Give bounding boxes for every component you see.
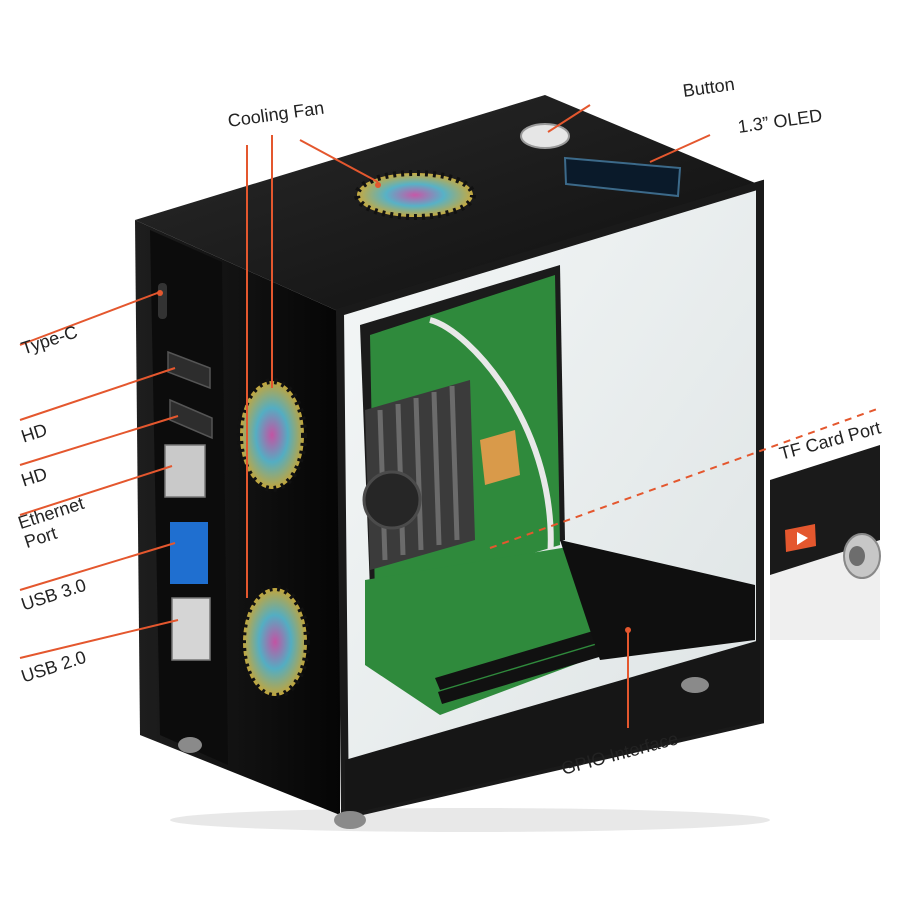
side-fan-vent-upper [240, 381, 304, 489]
case-shadow [170, 808, 770, 832]
interior-fan [362, 470, 422, 530]
gpio-header [435, 620, 636, 704]
top-fan-vent [357, 173, 473, 217]
case-foot-1 [178, 737, 202, 753]
case-foot-3 [681, 677, 709, 693]
usb3-port[interactable] [170, 522, 208, 584]
callout-lines [19, 104, 881, 728]
oled-screen [563, 156, 682, 198]
ribbon-cable [480, 430, 520, 485]
hd-port-2[interactable] [169, 398, 213, 440]
base-floor [560, 540, 755, 660]
tf-card-inset [770, 445, 881, 640]
tf-card-arrow-icon [797, 532, 808, 545]
side-fan-vent-lower [243, 588, 307, 696]
usb2-port[interactable] [171, 597, 211, 661]
type-c-port[interactable] [158, 283, 167, 319]
power-button[interactable] [520, 123, 570, 149]
case-foot-2 [334, 811, 366, 829]
gpio-board [365, 545, 640, 715]
case-base [345, 640, 760, 815]
ethernet-port[interactable] [164, 444, 206, 498]
hd-port-1[interactable] [167, 350, 211, 390]
